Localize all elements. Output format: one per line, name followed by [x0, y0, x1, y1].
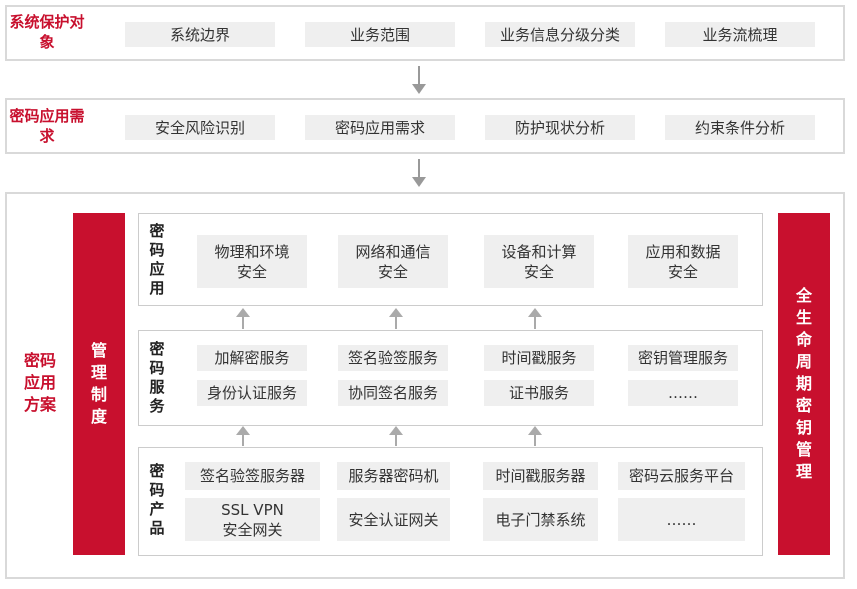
product-cell: 时间戳服务器: [483, 462, 598, 490]
crypto-solution-label: 密码应用方案: [23, 351, 56, 414]
up-arrow-icon: [389, 426, 403, 446]
crypto-product-label: 密码产品: [149, 462, 165, 537]
down-arrow-icon: [412, 159, 426, 187]
item-cell: 业务范围: [305, 22, 455, 47]
management-system-label: 管理制度: [90, 341, 107, 426]
up-arrow-icon: [389, 308, 403, 329]
service-cell: 加解密服务: [197, 345, 307, 371]
item-cell: 安全风险识别: [125, 115, 275, 140]
key-lifecycle-label: 全生命周期密钥管理: [795, 286, 812, 481]
application-cell: 物理和环境 安全: [197, 235, 307, 288]
item-cell: 业务流梳理: [665, 22, 815, 47]
up-arrow-icon: [528, 308, 542, 329]
service-cell: 密钥管理服务: [628, 345, 738, 371]
protection-object-label: 系统保护对象: [9, 13, 85, 51]
product-cell: 密码云服务平台: [618, 462, 745, 490]
crypto-requirement-label: 密码应用需求: [9, 107, 85, 145]
product-cell: ……: [618, 498, 745, 541]
product-cell: 签名验签服务器: [185, 462, 320, 490]
application-cell: 应用和数据 安全: [628, 235, 738, 288]
service-cell: ……: [628, 380, 738, 406]
crypto-application-label: 密码应用: [149, 222, 165, 297]
service-cell: 签名验签服务: [338, 345, 448, 371]
management-system-bar: 管理制度: [73, 213, 125, 555]
up-arrow-icon: [236, 308, 250, 329]
item-cell: 业务信息分级分类: [485, 22, 635, 47]
crypto-service-label: 密码服务: [149, 340, 165, 415]
item-cell: 防护现状分析: [485, 115, 635, 140]
application-cell: 网络和通信 安全: [338, 235, 448, 288]
up-arrow-icon: [528, 426, 542, 446]
down-arrow-icon: [412, 66, 426, 94]
item-cell: 约束条件分析: [665, 115, 815, 140]
up-arrow-icon: [236, 426, 250, 446]
product-cell: 安全认证网关: [337, 498, 450, 541]
service-cell: 时间戳服务: [484, 345, 594, 371]
product-cell: 电子门禁系统: [483, 498, 598, 541]
service-cell: 协同签名服务: [338, 380, 448, 406]
key-lifecycle-bar: 全生命周期密钥管理: [778, 213, 830, 555]
service-cell: 身份认证服务: [197, 380, 307, 406]
product-cell: 服务器密码机: [337, 462, 450, 490]
service-cell: 证书服务: [484, 380, 594, 406]
item-cell: 系统边界: [125, 22, 275, 47]
application-cell: 设备和计算 安全: [484, 235, 594, 288]
item-cell: 密码应用需求: [305, 115, 455, 140]
product-cell: SSL VPN 安全网关: [185, 498, 320, 541]
